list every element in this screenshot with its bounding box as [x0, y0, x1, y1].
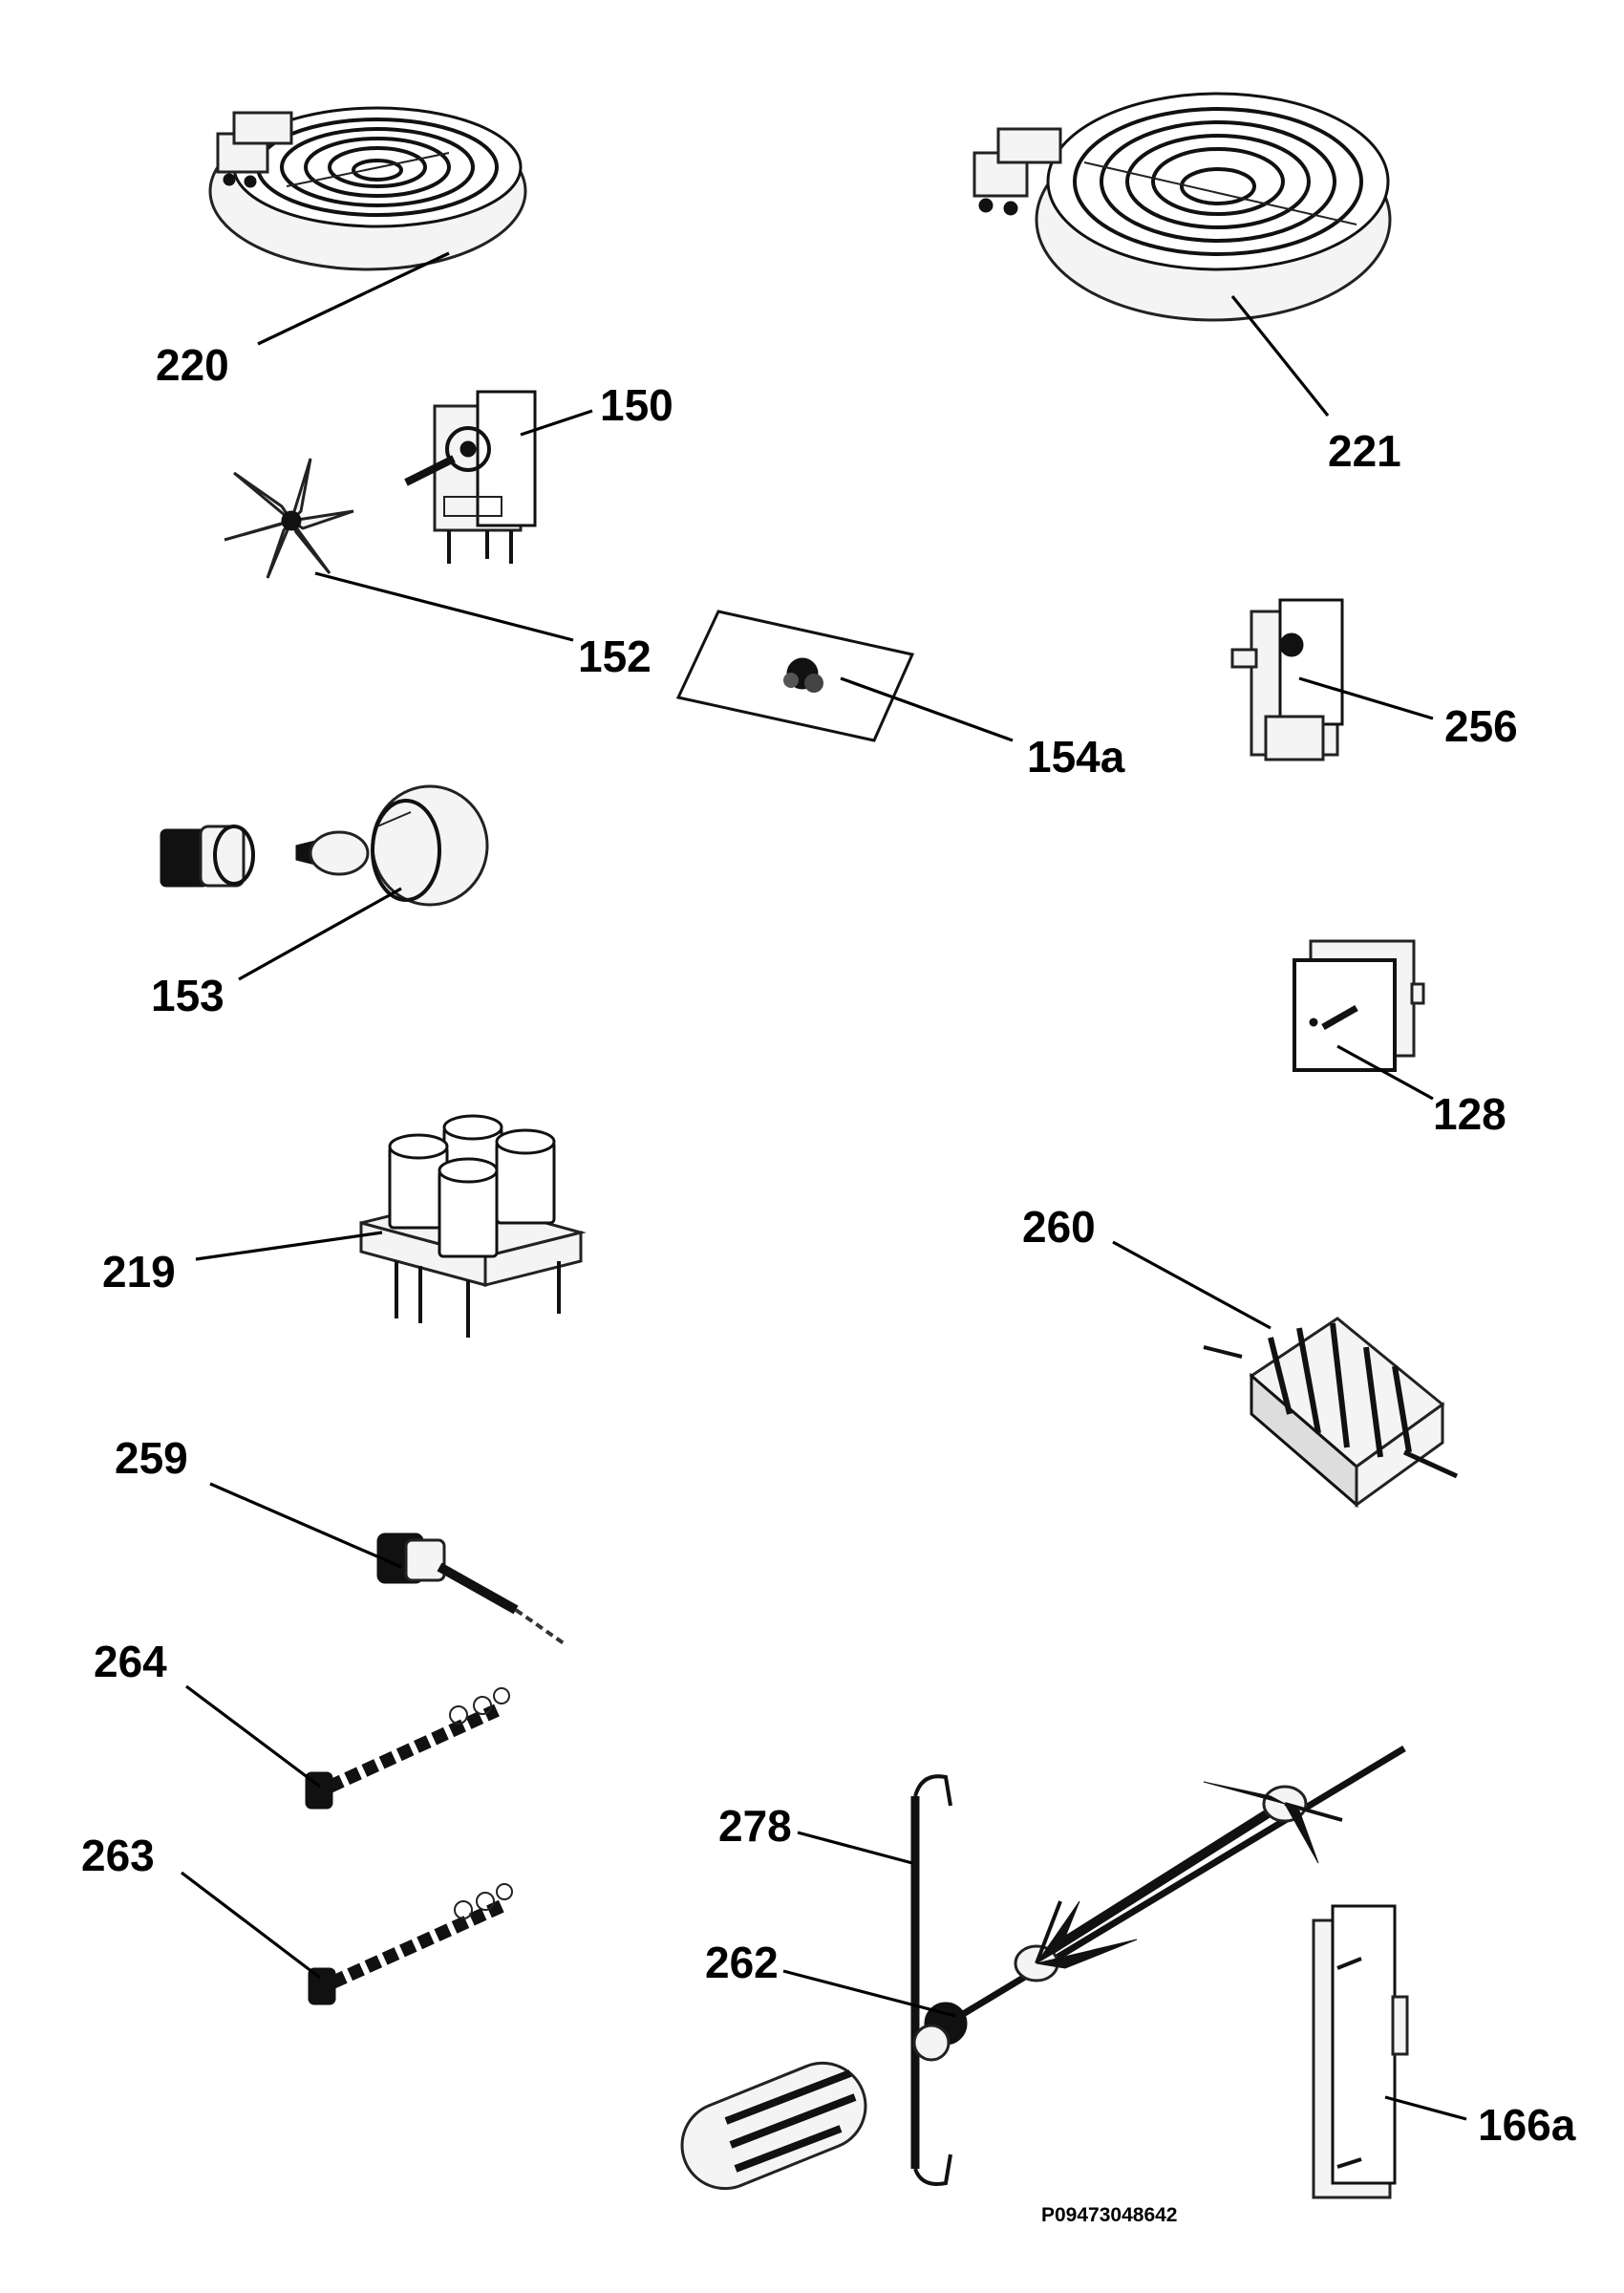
leader-260	[1112, 1240, 1271, 1330]
label-260: 260	[1022, 1202, 1096, 1252]
label-128: 128	[1433, 1089, 1506, 1139]
fan-impeller-icon	[224, 458, 354, 579]
leader-152	[314, 571, 574, 642]
radiant-hob-element-small-icon	[208, 106, 527, 271]
leader-220	[257, 251, 450, 346]
label-166a: 166a	[1478, 2100, 1576, 2150]
label-259: 259	[115, 1433, 188, 1483]
leader-154a	[840, 676, 1014, 742]
document-code: P09473048642	[1041, 2204, 1177, 2226]
label-221: 221	[1328, 426, 1401, 476]
leader-150	[520, 409, 593, 437]
label-220: 220	[156, 340, 229, 390]
label-219: 219	[102, 1247, 176, 1297]
leader-263	[181, 1871, 321, 1980]
leader-256	[1298, 676, 1434, 720]
leader-128	[1336, 1044, 1434, 1101]
leader-153	[238, 887, 402, 981]
label-152: 152	[578, 632, 652, 681]
oven-lamp-assembly-icon	[160, 784, 489, 907]
thermostat-icon	[1230, 598, 1344, 761]
fan-motor-icon	[404, 390, 537, 564]
leader-278	[797, 1831, 913, 1865]
gas-injector-icon	[305, 1687, 510, 1810]
label-278: 278	[718, 1801, 792, 1851]
gas-injector-icon	[308, 1883, 513, 2005]
leader-262	[782, 1969, 956, 2018]
radiant-hob-element-large-icon	[972, 92, 1392, 322]
selector-switch-icon	[1203, 1317, 1459, 1509]
spark-plug-icon	[376, 1532, 566, 1645]
leader-166a	[1384, 2095, 1467, 2121]
label-263: 263	[81, 1831, 155, 1880]
leader-259	[209, 1482, 402, 1569]
capacitor-block-icon	[359, 1114, 587, 1338]
label-262: 262	[705, 1938, 779, 1987]
label-150: 150	[600, 380, 673, 430]
rotisserie-spit-icon	[680, 1746, 1406, 2191]
gasket-plate-icon	[675, 610, 915, 742]
label-256: 256	[1444, 701, 1518, 751]
leader-219	[195, 1231, 383, 1261]
spit-support-icon	[910, 1774, 952, 2186]
label-264: 264	[94, 1637, 167, 1686]
label-154a: 154a	[1027, 732, 1125, 782]
leader-221	[1230, 295, 1330, 417]
label-153: 153	[151, 971, 224, 1020]
leader-264	[185, 1684, 321, 1789]
pilot-switch-icon	[1293, 939, 1425, 1072]
timer-module-icon	[1312, 1904, 1409, 2199]
